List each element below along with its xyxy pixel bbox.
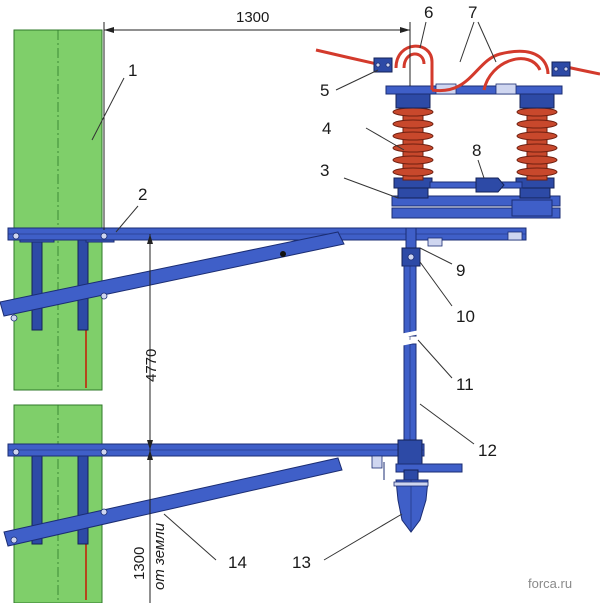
ground-dimension-value: 1300 xyxy=(131,547,148,580)
callout-10: 10 xyxy=(456,307,475,326)
callout-4: 4 xyxy=(322,119,331,138)
callout-9: 9 xyxy=(456,261,465,280)
watermark: forca.ru xyxy=(528,576,572,591)
drive-shaft xyxy=(399,227,421,441)
left-insulator xyxy=(392,105,434,181)
callout-7: 7 xyxy=(468,3,477,22)
callout-2: 2 xyxy=(138,185,147,204)
callout-14: 14 xyxy=(228,553,247,572)
callout-11: 11 xyxy=(456,375,474,394)
disconnector xyxy=(315,44,600,219)
dimension-vertical xyxy=(147,234,153,450)
callout-12: 12 xyxy=(478,441,497,460)
callout-8: 8 xyxy=(472,141,481,160)
callout-6: 6 xyxy=(424,3,433,22)
callout-5: 5 xyxy=(320,81,329,100)
drive-mechanism xyxy=(393,439,463,533)
horizontal-dimension-label: 1300 xyxy=(236,9,269,26)
dimension-horizontal xyxy=(103,22,411,230)
dimension-ground xyxy=(147,450,153,603)
lower-bracket xyxy=(3,443,425,547)
upper-bracket xyxy=(0,227,527,331)
callout-1: 1 xyxy=(128,61,137,80)
right-insulator xyxy=(516,105,558,181)
callout-leaders xyxy=(91,21,497,561)
vertical-dimension-label: 4770 xyxy=(143,349,160,382)
callout-3: 3 xyxy=(320,161,329,180)
ground-dimension-note: от земли xyxy=(151,522,168,590)
callout-13: 13 xyxy=(292,553,311,572)
